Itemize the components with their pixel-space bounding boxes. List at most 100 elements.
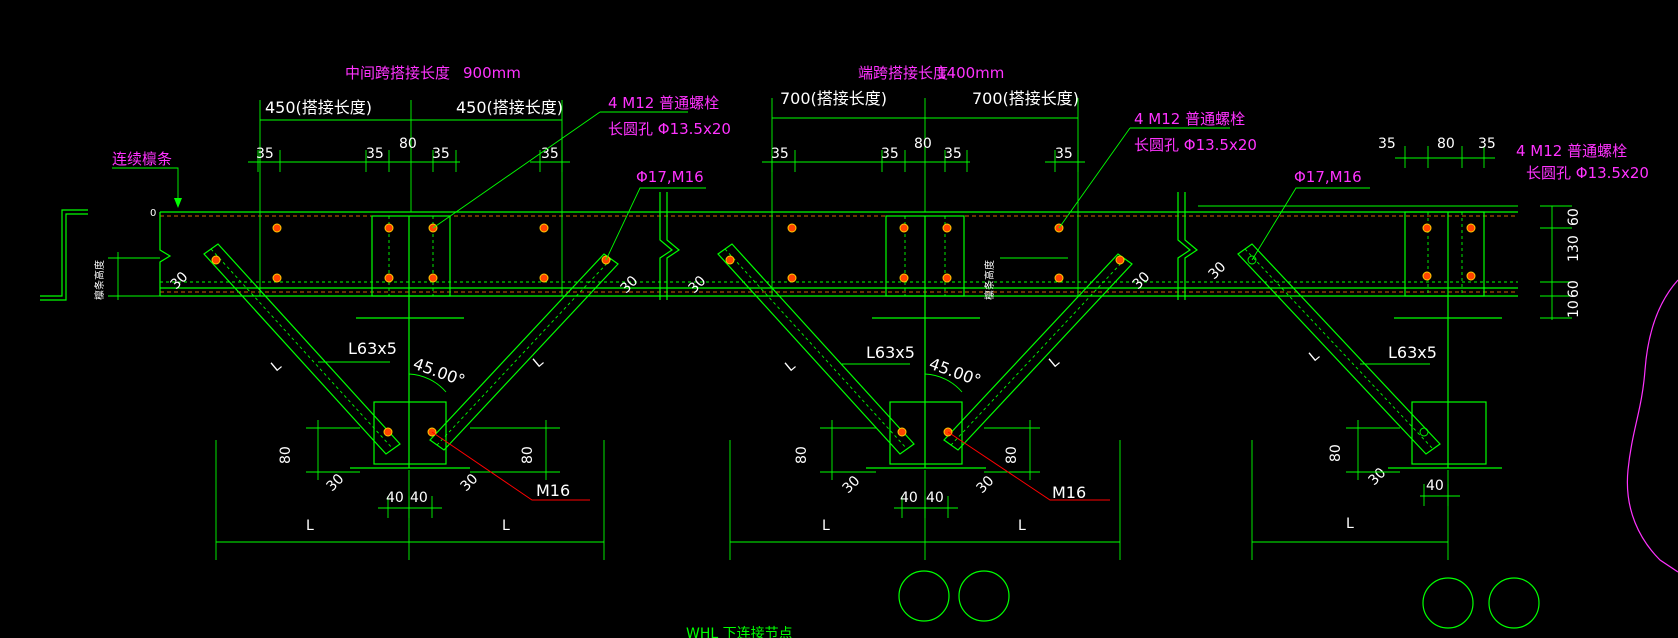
dim-35: 35	[1055, 146, 1073, 162]
dim-80: 80	[914, 136, 932, 152]
angle-size-label: L63x5	[348, 339, 397, 358]
dim-35: 35	[256, 146, 274, 162]
end-span-title: 端跨搭接长度	[858, 64, 948, 82]
dim-35: 35	[541, 146, 559, 162]
continuous-purlin-leader	[112, 167, 179, 205]
continuous-purlin-label: 连续檩条	[112, 150, 172, 168]
middle-span-title: 中间跨搭接长度	[345, 64, 450, 82]
dim-0: 0	[150, 208, 156, 219]
small-dims-right: 35 80 35	[1378, 136, 1496, 168]
hole-note-right: Φ17,M16	[1251, 168, 1370, 261]
bolt-note-text: 长圆孔 Φ13.5x20	[1526, 164, 1649, 182]
lap-dimension-mid: 700(搭接长度) 700(搭接长度)	[771, 89, 1079, 212]
hole-note-text: Φ17,M16	[636, 168, 704, 186]
dim-80: 80	[1004, 446, 1020, 464]
lap-450-a: 450(搭接长度)	[265, 98, 372, 117]
bolt-note-left: 4 M12 普通螺栓 长圆孔 Φ13.5x20	[432, 94, 731, 229]
gusset-mid	[866, 296, 986, 469]
dim-35: 35	[1378, 136, 1396, 152]
angle-size-label: L63x5	[1388, 343, 1437, 362]
brace-left-2	[429, 253, 619, 451]
bolt-note-text: 4 M12 普通螺栓	[608, 94, 719, 112]
dim-40: 40	[1426, 478, 1444, 494]
dim-80: 80	[520, 446, 536, 464]
m16-label: M16	[1052, 483, 1086, 502]
dim-30: 30	[974, 473, 998, 497]
m16-label: M16	[536, 481, 570, 500]
dim-40: 40	[386, 490, 404, 506]
dim-L: L	[1018, 518, 1026, 534]
dims-80-vertical: 80 80 80 80 80	[278, 420, 1400, 480]
bolt-note-text: 4 M12 普通螺栓	[1516, 142, 1627, 160]
m16-leader-left: M16	[431, 431, 590, 501]
bottom-span-dims: L L L L L	[215, 440, 1449, 560]
dim-40: 40	[410, 490, 428, 506]
dim-L: L	[782, 358, 798, 375]
dim-35: 35	[432, 146, 450, 162]
purlin-height-text: 檩条高度	[93, 260, 106, 300]
hole-note-text: Φ17,M16	[1294, 168, 1362, 186]
brace-left-1	[203, 243, 401, 455]
dim-L: L	[822, 518, 830, 534]
lap-700-a: 700(搭接长度)	[780, 89, 887, 108]
dim-L: L	[268, 358, 284, 375]
dim-80: 80	[1437, 136, 1455, 152]
hole-note-left: Φ17,M16	[605, 168, 706, 261]
dim-L: L	[1046, 354, 1062, 371]
dim-40: 40	[926, 490, 944, 506]
dim-35: 35	[1478, 136, 1496, 152]
dim-30: 30	[324, 471, 348, 495]
bolt-note-text: 长圆孔 Φ13.5x20	[1134, 136, 1257, 154]
gusset-right	[1388, 296, 1502, 469]
bolt-note-mid: 4 M12 普通螺栓 长圆孔 Φ13.5x20	[1058, 110, 1257, 229]
bolt-note-right: 4 M12 普通螺栓 长圆孔 Φ13.5x20	[1516, 142, 1649, 182]
dim-30: 30	[1130, 269, 1154, 293]
dim-80: 80	[794, 446, 810, 464]
dim-30: 30	[168, 269, 192, 293]
bolts-top	[272, 223, 1476, 283]
dim-40: 40	[900, 490, 918, 506]
end-span-length: 1400mm	[937, 64, 1004, 82]
dim-L: L	[502, 518, 510, 534]
bottom-title: WHL 下连接节点	[686, 625, 793, 638]
dim-35: 35	[881, 146, 899, 162]
dim-L: L	[1346, 516, 1354, 532]
dim-30: 30	[1206, 259, 1230, 283]
dim-L: L	[530, 354, 546, 371]
dim-10: 10	[1566, 300, 1582, 318]
angle-size-label: L63x5	[866, 343, 915, 362]
dim-L: L	[1306, 348, 1322, 365]
dim-30: 30	[1366, 465, 1390, 489]
purlin-height-left: 檩条高度	[93, 252, 160, 300]
brace-right-1	[1237, 243, 1441, 455]
revision-cloud	[1626, 279, 1678, 573]
lap-700-b: 700(搭接长度)	[972, 89, 1079, 108]
axis-bubbles	[898, 570, 1540, 629]
brace-mid-1	[717, 243, 915, 455]
z-section-icon	[40, 209, 88, 297]
bolt-note-text: 长圆孔 Φ13.5x20	[608, 120, 731, 138]
purlin-height-text: 檩条高度	[983, 260, 996, 300]
dim-30: 30	[618, 273, 642, 297]
plates-mid	[771, 212, 1079, 297]
right-vertical-dims: 60 130 60 10	[1540, 205, 1582, 320]
dim-35: 35	[944, 146, 962, 162]
brace-mid-2	[943, 253, 1133, 451]
middle-span-length: 900mm	[463, 64, 521, 82]
m16-leader-mid: M16	[947, 431, 1110, 502]
dim-30: 30	[458, 471, 482, 495]
dim-30: 30	[840, 473, 864, 497]
dim-60: 60	[1566, 280, 1582, 298]
bolt-note-text: 4 M12 普通螺栓	[1134, 110, 1245, 128]
dim-L: L	[306, 518, 314, 534]
dim-80: 80	[399, 136, 417, 152]
small-dims-left: 35 35 80 35 35	[248, 136, 570, 172]
purlin-height-mid: 檩条高度	[983, 257, 1068, 300]
small-dims-mid: 35 35 80 35 35	[762, 136, 1085, 172]
lap-450-b: 450(搭接长度)	[456, 98, 563, 117]
dim-35: 35	[771, 146, 789, 162]
arrow-icon	[174, 198, 182, 208]
lap-dimension-left: 450(搭接长度) 450(搭接长度)	[259, 98, 563, 212]
angle-labels: L63x5 L63x5 L63x5	[318, 339, 1437, 365]
